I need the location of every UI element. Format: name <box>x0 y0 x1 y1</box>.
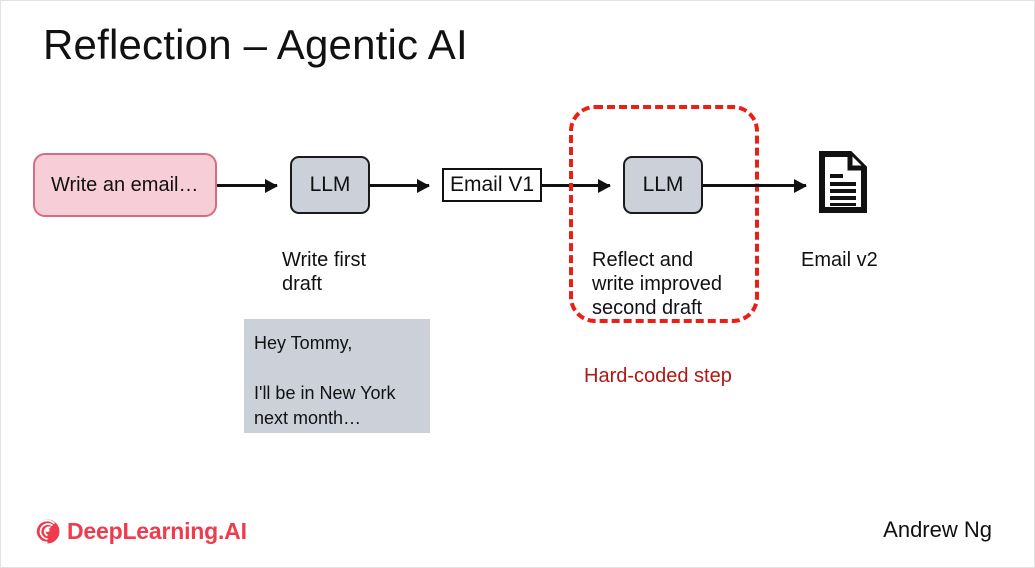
email-sample-box: Hey Tommy, I'll be in New York next mont… <box>244 319 430 433</box>
footer-logo-text: DeepLearning.AI <box>67 518 247 544</box>
arrow-prompt-to-llm1 <box>217 184 277 187</box>
arrow-llm2-to-document <box>703 184 806 187</box>
arrow-llm1-to-emailv1 <box>370 184 429 187</box>
caption-email-v2: Email v2 <box>801 249 878 271</box>
footer-brand[interactable]: DeepLearning.AI <box>35 518 247 545</box>
prompt-input-box[interactable]: Write an email… <box>33 153 217 217</box>
llm-first-box[interactable]: LLM <box>290 156 370 214</box>
document-icon <box>819 151 867 213</box>
hard-coded-step-region <box>569 105 759 323</box>
prompt-box-label: Write an email… <box>51 173 199 196</box>
arrow-emailv1-to-llm2 <box>542 184 610 187</box>
llm-second-box[interactable]: LLM <box>623 156 703 214</box>
caption-reflect-and-write: Reflect and write improved second draft <box>592 249 723 319</box>
email-v1-box[interactable]: Email V1 <box>442 168 542 202</box>
email-v1-label: Email V1 <box>449 173 535 196</box>
footer-author: Andrew Ng <box>883 517 992 542</box>
llm-first-label: LLM <box>309 173 351 196</box>
hard-coded-step-label: Hard-coded step <box>584 365 732 387</box>
llm-second-label: LLM <box>642 173 684 196</box>
caption-write-first-draft: Write first draft <box>282 249 367 295</box>
deeplearning-spiral-icon <box>35 519 60 544</box>
page-title: Reflection – Agentic AI <box>43 21 468 68</box>
